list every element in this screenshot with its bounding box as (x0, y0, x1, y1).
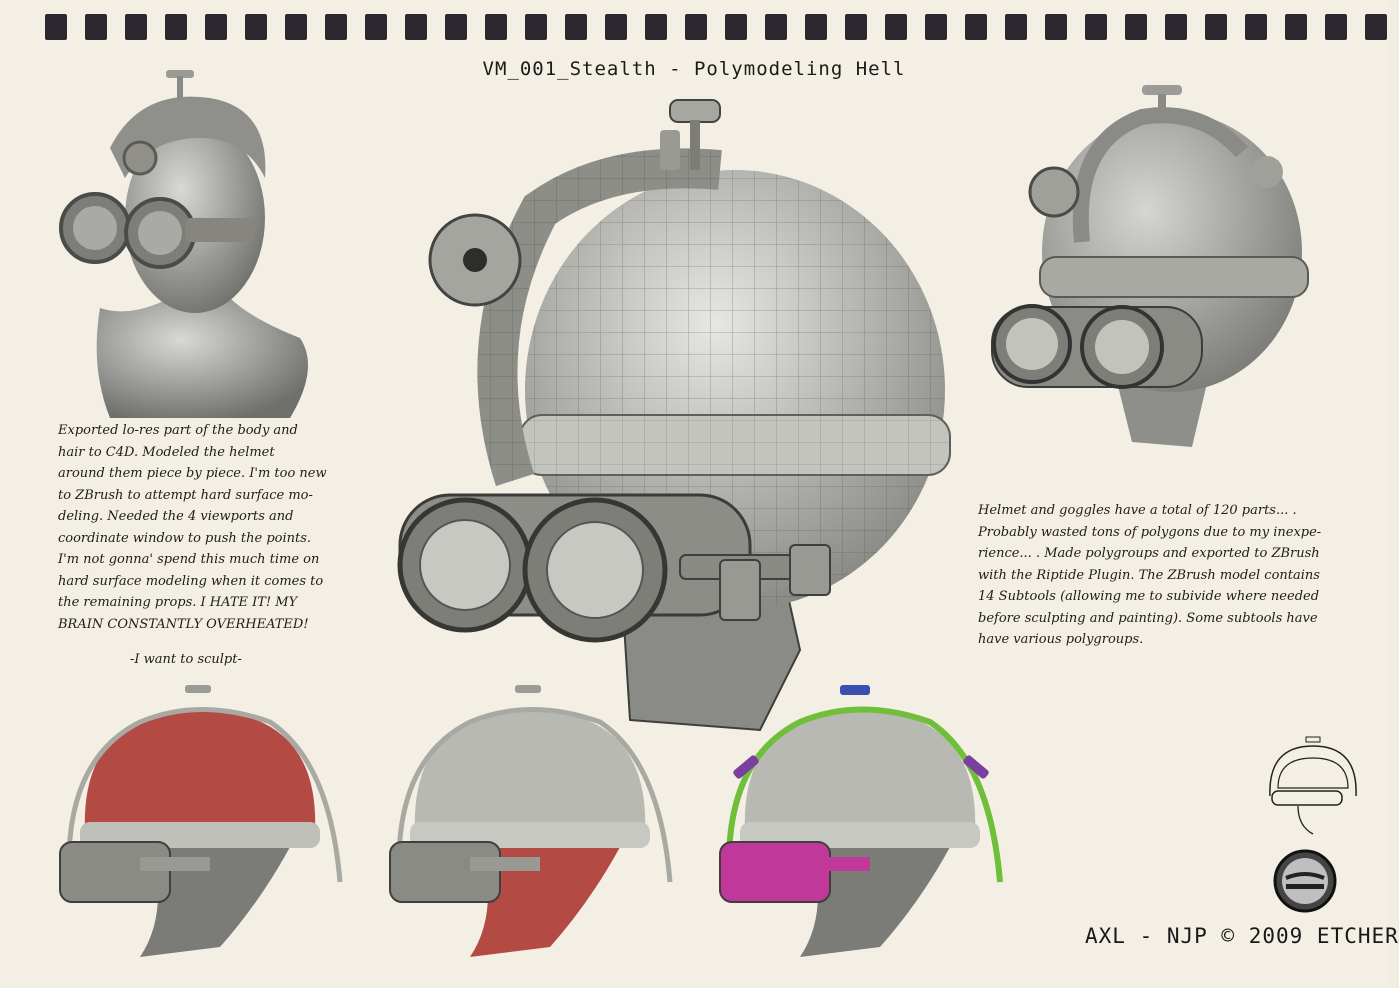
binding-hole (1285, 14, 1307, 40)
note-line: BRAIN CONSTANTLY OVERHEATED! (58, 616, 309, 632)
binding-hole (325, 14, 347, 40)
note-line: Probably wasted tons of polygons due to … (978, 524, 1322, 540)
binding-hole (365, 14, 387, 40)
note-line: coordinate window to push the points. (58, 530, 312, 546)
binding-hole (1205, 14, 1227, 40)
credit-signature: AXL - NJP © 2009 ETCHER (1085, 924, 1399, 948)
binding-hole (1005, 14, 1027, 40)
binding-hole (1325, 14, 1347, 40)
left-notes: Exported lo-res part of the body and hair… (58, 420, 327, 635)
binding-hole (805, 14, 827, 40)
binding-hole (285, 14, 307, 40)
binding-hole (85, 14, 107, 40)
binding-hole (565, 14, 587, 40)
binding-hole (245, 14, 267, 40)
binding-hole (445, 14, 467, 40)
note-line: before sculpting and painting). Some sub… (978, 610, 1318, 626)
binding-hole (925, 14, 947, 40)
note-line: around them piece by piece. I'm too new (58, 466, 327, 481)
binding-hole (205, 14, 227, 40)
spiral-binding-holes (0, 14, 1388, 42)
helmet-sketch-icon (1258, 736, 1368, 836)
slogan-text: -I want to sculpt- (130, 652, 242, 667)
binding-hole (485, 14, 507, 40)
note-line: with the Riptide Plugin. The ZBrush mode… (978, 567, 1320, 583)
binding-hole (885, 14, 907, 40)
binding-hole (725, 14, 747, 40)
note-line: to ZBrush to attempt hard surface mo- (58, 487, 313, 503)
binding-hole (765, 14, 787, 40)
binding-hole (1245, 14, 1267, 40)
binding-hole (125, 14, 147, 40)
binding-hole (405, 14, 427, 40)
binding-hole (1165, 14, 1187, 40)
binding-hole (605, 14, 627, 40)
note-line: Helmet and goggles have a total of 120 p… (978, 503, 1297, 518)
wireframe-helmet-render (380, 90, 970, 740)
binding-hole (1045, 14, 1067, 40)
bust-render (30, 68, 330, 428)
binding-hole (525, 14, 547, 40)
helmet-back-render (962, 82, 1322, 452)
note-line: hair to C4D. Modeled the helmet (58, 444, 275, 460)
note-line: hard surface modeling when it comes to (58, 573, 324, 589)
round-emblem-logo (1272, 848, 1338, 914)
right-notes: Helmet and goggles have a total of 120 p… (978, 500, 1321, 651)
note-line: have various polygroups. (978, 632, 1144, 647)
binding-hole (645, 14, 667, 40)
note-line: deling. Needed the 4 viewports and (58, 509, 294, 524)
side-view-polygroups (700, 682, 1003, 962)
binding-hole (165, 14, 187, 40)
note-line: I'm not gonna' spend this much time on (58, 552, 320, 567)
binding-hole (1365, 14, 1387, 40)
side-view-red-mask (40, 682, 343, 962)
page-title: VM_001_Stealth - Polymodeling Hell (482, 58, 906, 80)
note-line: Exported lo-res part of the body and (58, 423, 298, 438)
note-line: 14 Subtools (allowing me to subivide whe… (978, 589, 1320, 604)
binding-hole (45, 14, 67, 40)
binding-hole (965, 14, 987, 40)
binding-hole (685, 14, 707, 40)
note-line: rience... . Made polygroups and exported… (978, 546, 1320, 561)
binding-hole (1085, 14, 1107, 40)
binding-hole (845, 14, 867, 40)
note-line: the remaining props. I HATE IT! MY (58, 595, 298, 610)
side-view-clay (370, 682, 673, 962)
binding-hole (1125, 14, 1147, 40)
